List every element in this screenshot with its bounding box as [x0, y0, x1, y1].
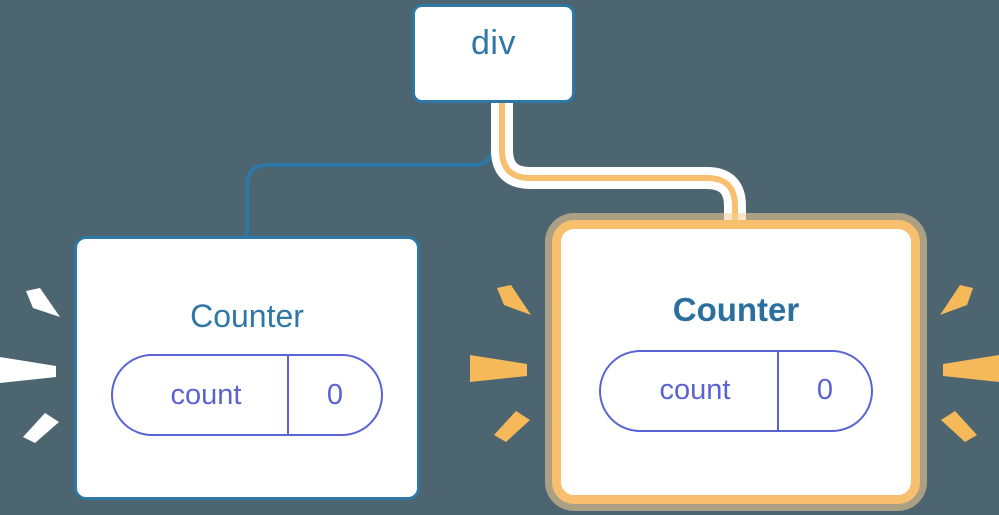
edge-root-to-counter-right-path	[499, 103, 738, 232]
sparkle-ray-orange-right-lower	[941, 411, 977, 442]
node-counter-right-highlighted[interactable]: Counter count 0	[552, 220, 920, 504]
sparkle-rays-left-of-counter-left	[0, 288, 60, 443]
sparkle-rays-right-of-counter-right	[940, 285, 999, 442]
sparkle-ray-orange-right-upper	[940, 285, 973, 315]
sparkle-ray-orange-right-middle	[943, 355, 999, 382]
sparkle-ray-orange-left-lower	[494, 411, 530, 442]
edge-root-to-counter-right-halo	[491, 103, 746, 232]
sparkle-ray-white-lower	[23, 413, 59, 443]
state-value-count: 0	[287, 356, 381, 434]
state-key-count: count	[659, 374, 731, 406]
node-counter-left[interactable]: Counter count 0	[74, 236, 420, 500]
edge-root-to-counter-left-path	[245, 103, 495, 236]
sparkle-rays-left-of-counter-right	[470, 285, 531, 442]
node-div-label: div	[471, 23, 516, 62]
sparkle-ray-white-middle	[0, 357, 56, 383]
sparkle-ray-orange-left-upper	[497, 285, 531, 315]
state-pill-counter-left: count 0	[111, 354, 383, 436]
node-counter-left-title: Counter	[190, 298, 304, 334]
node-div[interactable]: div	[412, 4, 575, 103]
state-pill-counter-right: count 0	[599, 349, 873, 432]
state-value-count: 0	[777, 351, 871, 430]
node-counter-right-title: Counter	[672, 290, 800, 328]
state-key-count: count	[170, 378, 242, 411]
sparkle-ray-white-upper	[26, 288, 60, 317]
sparkle-ray-orange-left-middle	[470, 355, 527, 382]
